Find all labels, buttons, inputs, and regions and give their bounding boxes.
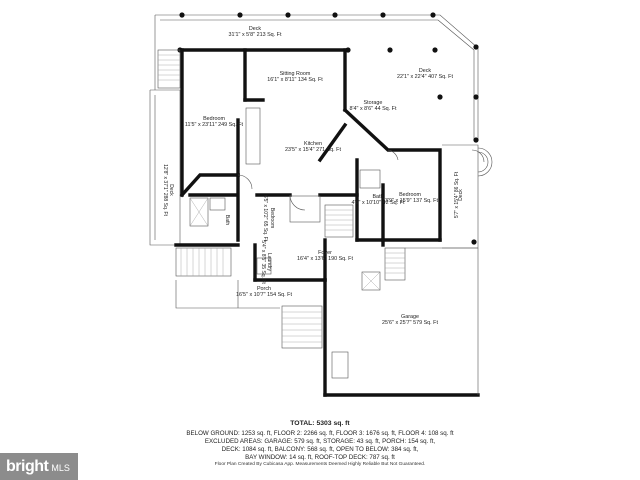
deck-right-name: Deck <box>419 68 432 74</box>
footnote: Floor Plan Created By Cubicasa App. Meas… <box>214 462 426 467</box>
summary-line-3: DECK: 1084 sq. ft, BALCONY: 568 sq. ft, … <box>221 446 419 453</box>
deck-far-right-name: Deck <box>458 189 464 201</box>
garage-outline <box>323 247 480 397</box>
bedroom-mid-name: Bedroom <box>269 208 275 228</box>
summary-line-4: BAY WINDOW: 14 sq. ft, ROOF-TOP DECK: 78… <box>245 454 395 461</box>
spiral-stair <box>477 147 493 177</box>
kitchen-name: Kitchen <box>304 141 322 147</box>
porch-name: Porch <box>257 286 271 292</box>
storage-dims: 8'4" x 8'6" 44 Sq. Ft <box>350 106 397 112</box>
deck-top-dims: 31'1" x 5'8" 213 Sq. Ft <box>229 32 282 38</box>
bath-left-name: Bath <box>224 215 230 226</box>
bedroom-right-dims: 13'9" x 15'9" 137 Sq. Ft <box>382 198 438 204</box>
sitting-room-name: Sitting Room <box>280 71 311 77</box>
garage-dims: 25'6" x 25'7" 579 Sq. Ft <box>382 320 438 326</box>
bath-right-name: Bath <box>372 194 383 200</box>
deck-left-dims: 12'8" x 37'1" 288 Sq. Ft <box>162 164 168 216</box>
laundry-name: Laundry <box>266 253 272 272</box>
deck-far-right-dims: 5'7" x 15'4" 86 Sq. Ft <box>454 171 460 218</box>
foyer-name: Foyer <box>318 250 332 256</box>
total-area-title: TOTAL: 5303 sq. ft <box>290 420 350 427</box>
porch-outline <box>175 280 323 349</box>
summary-line-2: EXCLUDED AREAS: GARAGE: 579 sq. ft, STOR… <box>204 438 436 445</box>
sitting-room-dims: 16'1" x 8'11" 134 Sq. Ft <box>267 77 323 83</box>
bedroom-mid-dims: 6'5" x 10'2" 65 Sq. Ft <box>262 195 268 242</box>
bedroom-left-name: Bedroom <box>203 116 225 122</box>
watermark-logo: bright MLS <box>0 453 78 480</box>
foyer-dims: 16'4" x 13'6" 190 Sq. Ft <box>297 256 353 262</box>
stairs-top-left <box>157 49 181 89</box>
porch-dims: 16'5" x 10'7" 154 Sq. Ft <box>236 292 292 298</box>
deck-right-dims: 22'1" x 22'4" 407 Sq. Ft <box>397 74 453 80</box>
bedroom-right-name: Bedroom <box>399 192 421 198</box>
storage-name: Storage <box>364 100 383 106</box>
bedroom-left-dims: 11'5" x 23'11" 249 Sq. Ft <box>185 122 244 128</box>
room-labels: Deck 31'1" x 5'8" 213 Sq. Ft Sitting Roo… <box>162 26 464 326</box>
laundry-dims: 5'4" x 8'5" 35 Sq. Ft <box>260 240 266 284</box>
interior-details <box>189 107 485 291</box>
watermark-brand: bright <box>6 457 49 475</box>
deck-top-name: Deck <box>249 26 262 32</box>
stairs-left <box>175 247 232 277</box>
kitchen-dims: 23'5" x 15'4" 271 Sq. Ft <box>285 147 341 153</box>
house-walls <box>174 48 442 282</box>
watermark-suffix: MLS <box>51 463 70 473</box>
deck-left-name: Deck <box>168 184 174 196</box>
summary-line-1: BELOW GROUND: 1253 sq. ft, FLOOR 2: 2266… <box>186 430 454 437</box>
bath-right-dims: 4'8" x 10'10" 42 Sq. Ft <box>352 200 405 206</box>
garage-name: Garage <box>401 314 419 320</box>
